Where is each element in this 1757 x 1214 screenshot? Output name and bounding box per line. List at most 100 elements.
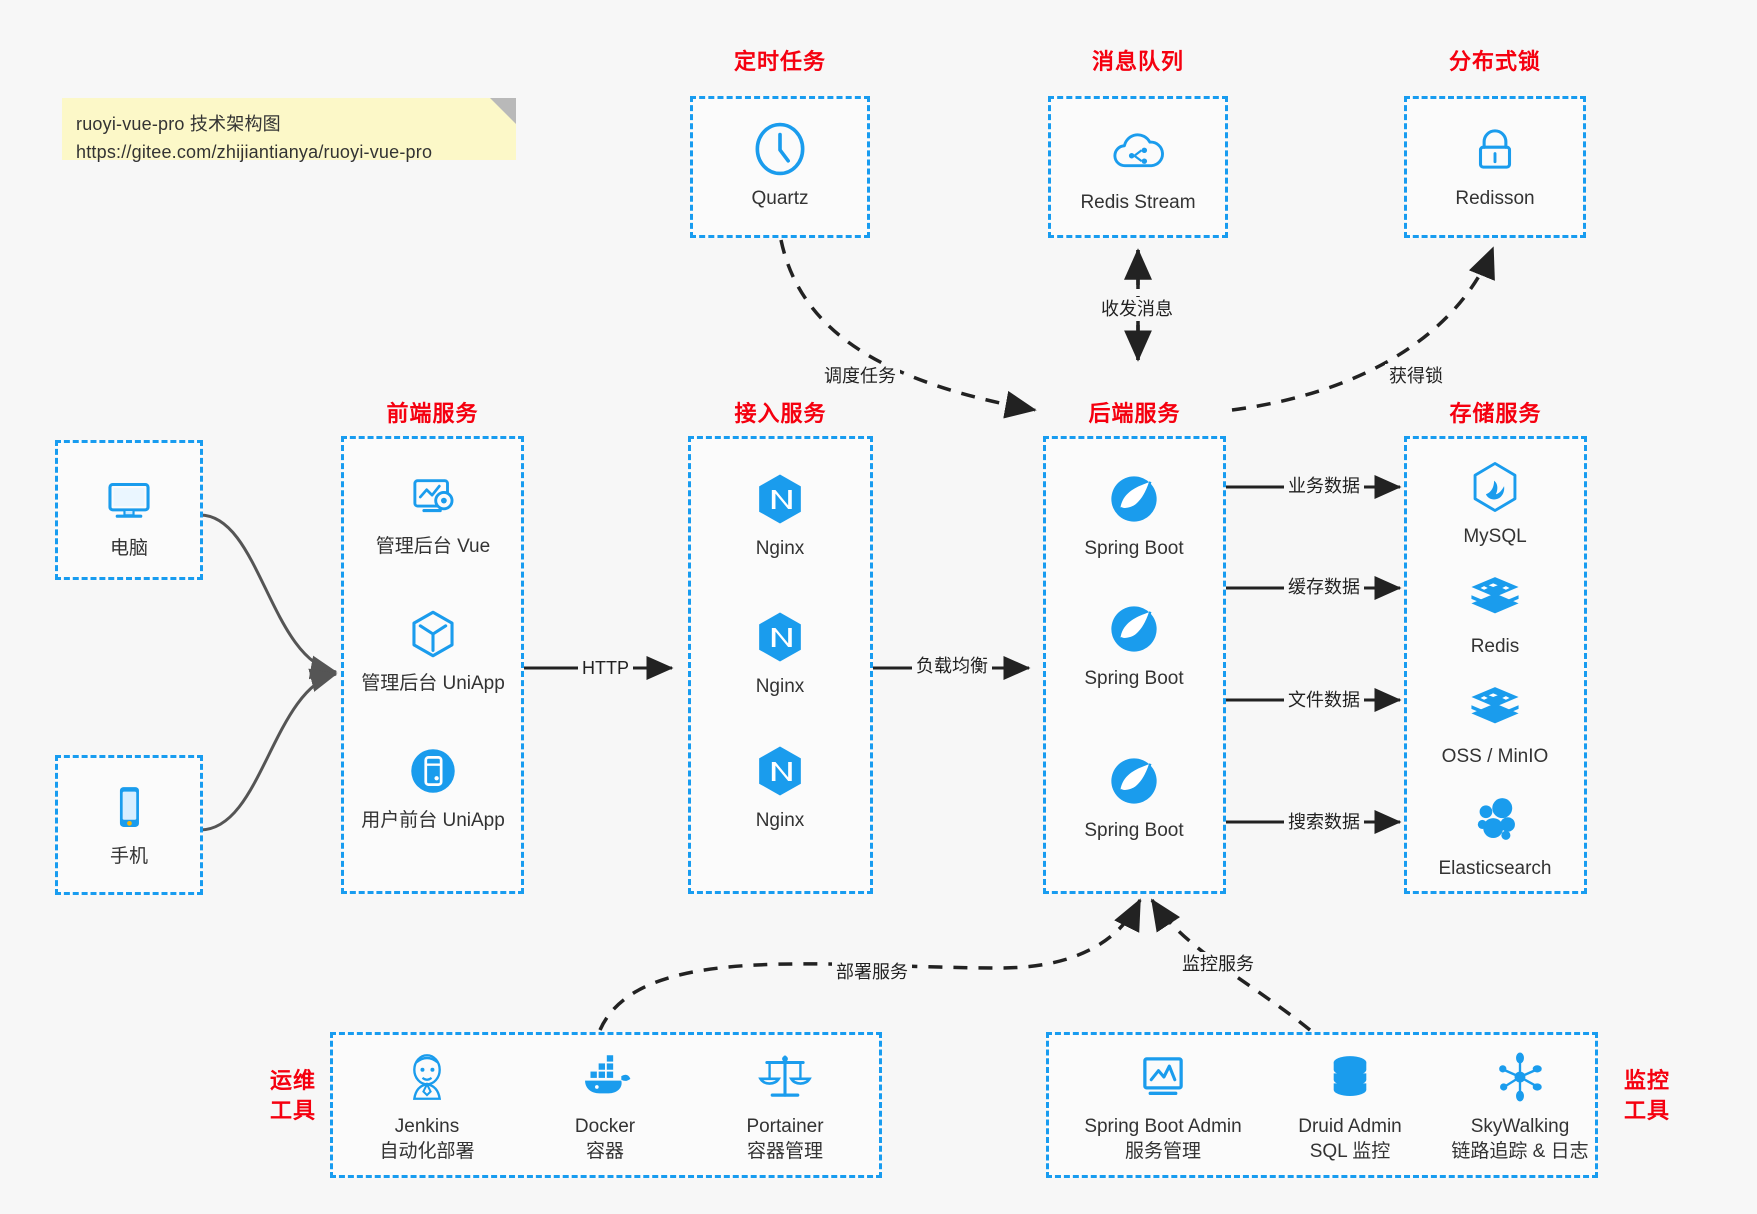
group-label-scheduled-task: 定时任务	[733, 49, 826, 74]
group-label-gateway: 接入服务	[734, 401, 827, 426]
node-admin-vue[interactable]: 管理后台 Vue	[348, 468, 518, 559]
node-label: Nginx	[755, 538, 805, 559]
edge-pc-to-frontend	[199, 513, 338, 680]
edge-phone-to-frontend	[199, 668, 338, 832]
node-label: Redis Stream	[1080, 192, 1196, 213]
node-phone[interactable]: 手机	[44, 778, 214, 869]
node-sublabel: SQL 监控	[1309, 1141, 1391, 1162]
node-pc[interactable]: 电脑	[44, 470, 214, 561]
spring-boot-icon	[1111, 476, 1157, 522]
nginx-icon	[759, 746, 801, 796]
group-label-distributed-lock: 分布式锁	[1448, 49, 1541, 74]
node-skywalking[interactable]: SkyWalking 链路追踪 & 日志	[1425, 1048, 1615, 1164]
storage-layers-icon	[1471, 687, 1519, 724]
group-label-monitor: 监控 工具	[1612, 1066, 1682, 1126]
edge-label-business-data: 业务数据	[1284, 474, 1364, 498]
group-box-monitor	[1046, 1032, 1598, 1178]
group-box-scheduled-task	[690, 96, 870, 238]
node-nginx-3[interactable]: Nginx	[695, 742, 865, 833]
cloud-stream-icon	[1113, 133, 1164, 168]
edge-acquire-lock	[1231, 246, 1495, 412]
edge-label-file-data: 文件数据	[1284, 688, 1364, 712]
skywalking-icon	[1499, 1052, 1542, 1102]
node-label: Jenkins	[394, 1116, 460, 1137]
node-label: Spring Boot Admin	[1084, 1116, 1242, 1137]
node-admin-uniapp[interactable]: 管理后台 UniApp	[348, 605, 518, 696]
spring-boot-icon	[1111, 606, 1157, 652]
node-label: Docker	[574, 1116, 636, 1137]
spring-boot-icon	[1111, 758, 1157, 804]
node-spring-boot-3[interactable]: Spring Boot	[1049, 752, 1219, 843]
group-label-frontend: 前端服务	[386, 401, 479, 426]
node-nginx-1[interactable]: Nginx	[695, 470, 865, 561]
node-jenkins[interactable]: Jenkins 自动化部署	[342, 1048, 512, 1164]
node-redis-stream[interactable]: Redis Stream	[1053, 124, 1223, 215]
group-label-message-queue: 消息队列	[1091, 49, 1184, 74]
node-redisson[interactable]: Redisson	[1410, 120, 1580, 211]
group-label-storage: 存储服务	[1449, 401, 1542, 426]
node-label: 管理后台 Vue	[375, 536, 491, 557]
group-box-storage	[1404, 436, 1587, 894]
node-label: Spring Boot	[1084, 538, 1184, 559]
node-druid-admin[interactable]: Druid Admin SQL 监控	[1265, 1048, 1435, 1164]
edge-label-schedule-task: 调度任务	[820, 364, 900, 388]
edge-schedule-task	[779, 239, 1037, 419]
node-label: Redisson	[1455, 188, 1535, 209]
monitor-chart-icon	[1143, 1057, 1183, 1096]
node-sublabel: 链路追踪 & 日志	[1451, 1141, 1589, 1162]
edge-label-load-balance: 负载均衡	[912, 654, 992, 678]
edge-label-search-data: 搜索数据	[1284, 810, 1364, 834]
node-portainer[interactable]: Portainer 容器管理	[700, 1048, 870, 1164]
edge-label-http: HTTP	[578, 656, 633, 680]
group-label-monitor-line1: 监控	[1623, 1068, 1670, 1093]
cube-icon	[412, 610, 454, 658]
node-label: MySQL	[1463, 526, 1527, 547]
dashboard-gear-icon	[413, 479, 454, 513]
diagram-note: ruoyi-vue-pro 技术架构图 https://gitee.com/zh…	[62, 98, 516, 162]
node-spring-boot-1[interactable]: Spring Boot	[1049, 470, 1219, 561]
node-label: Spring Boot	[1084, 668, 1184, 689]
node-quartz[interactable]: Quartz	[695, 120, 865, 211]
node-spring-boot-admin[interactable]: Spring Boot Admin 服务管理	[1063, 1048, 1263, 1164]
node-label: 管理后台 UniApp	[361, 673, 505, 694]
node-label: OSS / MinIO	[1441, 746, 1549, 767]
mobile-icon	[119, 787, 139, 827]
edge-label-monitor-service: 监控服务	[1178, 952, 1258, 976]
node-label: Redis	[1470, 636, 1520, 657]
node-label: Elasticsearch	[1438, 858, 1552, 879]
desktop-icon	[108, 482, 150, 518]
node-label: Druid Admin	[1298, 1116, 1402, 1137]
node-label: 用户前台 UniApp	[361, 810, 505, 831]
app-circle-icon	[411, 749, 455, 793]
node-nginx-2[interactable]: Nginx	[695, 608, 865, 699]
note-title: ruoyi-vue-pro 技术架构图	[76, 114, 281, 134]
node-sublabel: 服务管理	[1124, 1141, 1201, 1162]
node-docker[interactable]: Docker 容器	[520, 1048, 690, 1164]
clock-icon	[755, 122, 805, 176]
node-label: Spring Boot	[1084, 820, 1184, 841]
node-label: 手机	[109, 846, 148, 867]
node-sublabel: 自动化部署	[379, 1141, 475, 1162]
node-elasticsearch[interactable]: Elasticsearch	[1410, 790, 1580, 881]
group-label-devops: 运维 工具	[258, 1066, 328, 1126]
nginx-icon	[759, 612, 801, 662]
elasticsearch-icon	[1477, 798, 1515, 840]
note-url: https://gitee.com/zhijiantianya/ruoyi-vu…	[76, 142, 433, 162]
mysql-icon	[1473, 461, 1517, 513]
node-mysql[interactable]: MySQL	[1410, 458, 1580, 549]
group-label-backend: 后端服务	[1088, 401, 1181, 426]
nginx-icon	[759, 474, 801, 524]
node-user-uniapp[interactable]: 用户前台 UniApp	[348, 742, 518, 833]
jenkins-icon	[412, 1054, 442, 1100]
redis-icon	[1471, 577, 1519, 614]
node-label: Quartz	[751, 188, 809, 209]
database-icon	[1333, 1056, 1367, 1097]
node-spring-boot-2[interactable]: Spring Boot	[1049, 600, 1219, 691]
node-label: Portainer	[746, 1116, 824, 1137]
node-sublabel: 容器管理	[746, 1141, 823, 1162]
lock-icon	[1478, 129, 1512, 169]
edge-label-send-receive-message: 收发消息	[1097, 297, 1177, 321]
node-oss-minio[interactable]: OSS / MinIO	[1410, 678, 1580, 769]
edge-label-cache-data: 缓存数据	[1284, 575, 1364, 599]
node-redis[interactable]: Redis	[1410, 568, 1580, 659]
